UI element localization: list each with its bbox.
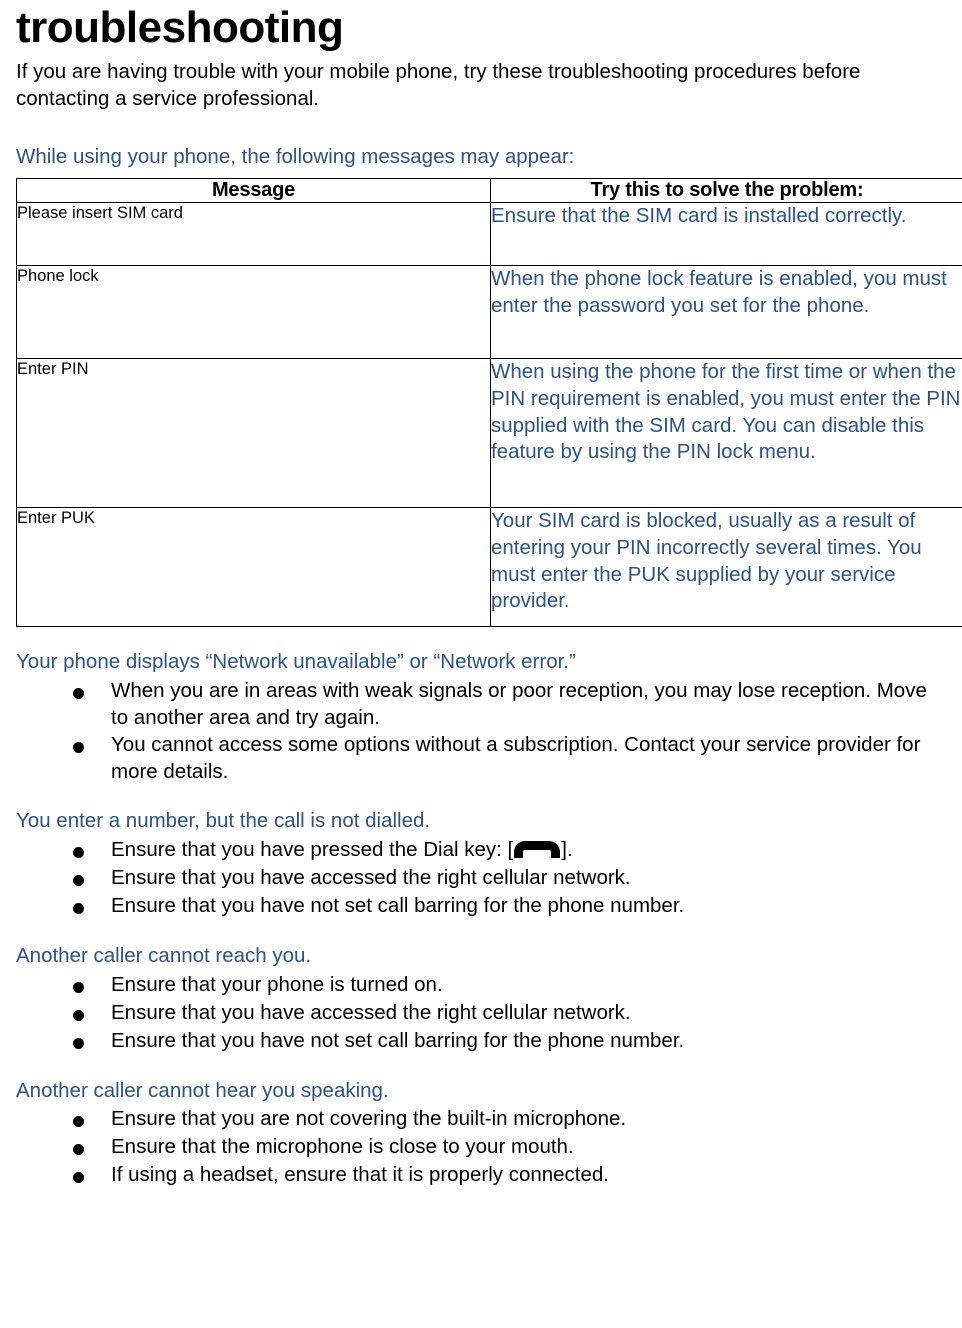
cell-message: Phone lock: [16, 265, 491, 360]
messages-section-heading: While using your phone, the following me…: [16, 144, 575, 168]
list-item: When you are in areas with weak signals …: [16, 678, 948, 731]
list-item: Ensure that the microphone is close to y…: [16, 1134, 948, 1161]
column-header-message: Message: [16, 178, 491, 204]
list-item: If using a headset, ensure that it is pr…: [16, 1162, 948, 1189]
cell-solution: When using the phone for the first time …: [490, 358, 962, 509]
list-item: Ensure that your phone is turned on.: [16, 972, 948, 999]
table-header-row: Message Try this to solve the problem:: [16, 178, 962, 204]
spacer: [16, 627, 948, 649]
spacer: [16, 921, 948, 943]
page-title: troubleshooting: [16, 3, 344, 52]
list-item: Ensure that you have not set call barrin…: [16, 1028, 948, 1055]
list-item-text: Ensure that you have pressed the Dial ke…: [111, 838, 514, 862]
section-heading-network-unavailable: Your phone displays “Network unavailable…: [16, 650, 576, 674]
section-heading-cannot-hear-you: Another caller cannot hear you speaking.: [16, 1078, 389, 1102]
cell-solution: When the phone lock feature is enabled, …: [490, 265, 962, 360]
list-item: You cannot access some options without a…: [16, 732, 948, 785]
cell-solution: Ensure that the SIM card is installed co…: [490, 202, 962, 267]
list-item: Ensure that you have accessed the right …: [16, 865, 948, 892]
cell-message: Enter PIN: [16, 358, 491, 509]
table-row: Enter PUK Your SIM card is blocked, usua…: [16, 507, 962, 628]
list-item-text-suffix: ].: [561, 838, 573, 862]
troubleshooting-messages-table: Message Try this to solve the problem: P…: [16, 178, 962, 628]
list-item: Ensure that you have accessed the right …: [16, 1000, 948, 1027]
list-item-dial-key: Ensure that you have pressed the Dial ke…: [16, 837, 948, 864]
dial-key-icon: [514, 841, 561, 859]
spacer: [16, 786, 948, 808]
bullet-list-cannot-hear-you: Ensure that you are not covering the bui…: [16, 1106, 948, 1189]
cell-message: Please insert SIM card: [16, 202, 491, 267]
bullet-list-call-not-dialled: Ensure that you have pressed the Dial ke…: [16, 837, 948, 920]
section-heading-cannot-reach-you: Another caller cannot reach you.: [16, 944, 312, 968]
column-header-solution: Try this to solve the problem:: [490, 178, 962, 204]
spacer: [16, 1056, 948, 1078]
intro-paragraph: If you are having trouble with your mobi…: [16, 59, 861, 110]
list-item: Ensure that you are not covering the bui…: [16, 1106, 948, 1133]
table-row: Enter PIN When using the phone for the f…: [16, 358, 962, 509]
cell-solution: Your SIM card is blocked, usually as a r…: [490, 507, 962, 628]
cell-message: Enter PUK: [16, 507, 491, 628]
bullet-list-network-unavailable: When you are in areas with weak signals …: [16, 678, 948, 786]
table-row: Please insert SIM card Ensure that the S…: [16, 202, 962, 267]
list-item: Ensure that you have not set call barrin…: [16, 893, 948, 920]
table-row: Phone lock When the phone lock feature i…: [16, 265, 962, 360]
bullet-list-cannot-reach-you: Ensure that your phone is turned on. Ens…: [16, 972, 948, 1055]
section-heading-call-not-dialled: You enter a number, but the call is not …: [16, 809, 431, 833]
spacer: [16, 112, 948, 144]
